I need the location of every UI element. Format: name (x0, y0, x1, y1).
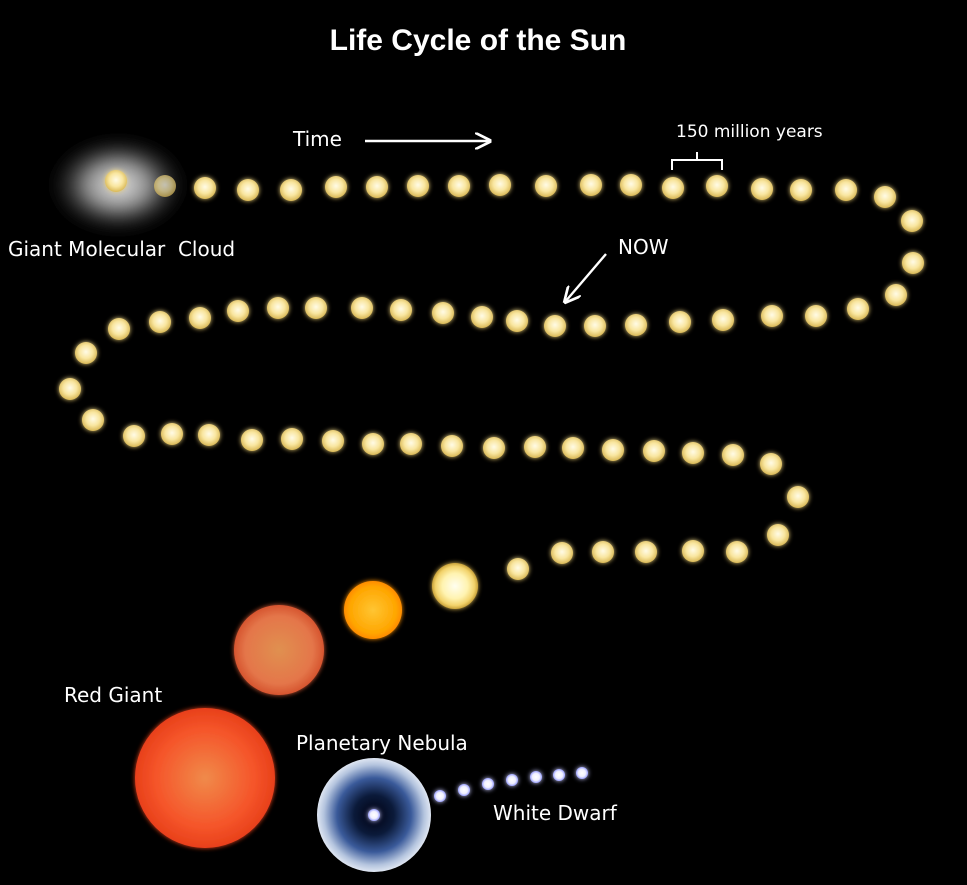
sun-dot (620, 174, 642, 196)
sun-dot (562, 437, 584, 459)
sun-dot (706, 175, 728, 197)
sun-dot (407, 175, 429, 197)
white-dwarf-chain (434, 767, 588, 802)
sun-dot (237, 179, 259, 201)
nebula-core (368, 809, 380, 821)
sun-dot (662, 177, 684, 199)
sun-dot (366, 176, 388, 198)
sun-dot (362, 433, 384, 455)
scale-bracket (671, 152, 723, 170)
sun-dot (682, 540, 704, 562)
sun-dot (874, 186, 896, 208)
sun-dot (682, 442, 704, 464)
white-dwarf-dot (506, 774, 518, 786)
sun-dot (901, 210, 923, 232)
sun-dot (712, 309, 734, 331)
sun-dot (507, 558, 529, 580)
molecular-cloud (48, 135, 188, 235)
white-dwarf-dot (530, 771, 542, 783)
sun-dot (241, 429, 263, 451)
sun-dot (123, 425, 145, 447)
sun-dot (726, 541, 748, 563)
sun-dot (767, 524, 789, 546)
diagram-title: Life Cycle of the Sun (330, 24, 627, 57)
main-sequence-chain (59, 174, 924, 580)
white-dwarf-dot (482, 778, 494, 790)
sun-dot (669, 311, 691, 333)
sun-dot (59, 378, 81, 400)
red-giant-star (135, 708, 275, 848)
white-dwarf-dot (458, 784, 470, 796)
sun-dot (471, 306, 493, 328)
sun-dot (149, 311, 171, 333)
sun-dot (902, 252, 924, 274)
sun-dot (351, 297, 373, 319)
sun-dot (847, 298, 869, 320)
sun-dot (524, 436, 546, 458)
white-dwarf-label: White Dwarf (493, 801, 618, 825)
sun-dot (483, 437, 505, 459)
sun-dot (108, 318, 130, 340)
sun-dot (400, 433, 422, 455)
sun-dot (194, 177, 216, 199)
sun-dot (835, 179, 857, 201)
sun-dot (325, 176, 347, 198)
sun-dot (580, 174, 602, 196)
red-giant-label: Red Giant (64, 683, 162, 707)
sun-dot (227, 300, 249, 322)
sun-dot (790, 179, 812, 201)
bright-star (432, 563, 478, 609)
white-dwarf-dot (553, 769, 565, 781)
cloud-label: Giant Molecular Cloud (8, 237, 235, 261)
sun-dot (161, 423, 183, 445)
sun-dot (432, 302, 454, 324)
sun-dot (305, 297, 327, 319)
sun-dot (281, 428, 303, 450)
scale-label: 150 million years (676, 122, 823, 142)
sun-dot (448, 175, 470, 197)
sun-dot (267, 297, 289, 319)
sun-dot (189, 307, 211, 329)
time-label: Time (292, 127, 342, 151)
sun-dot (322, 430, 344, 452)
sun-dot (643, 440, 665, 462)
sun-dot (885, 284, 907, 306)
expanding-star (234, 605, 324, 695)
sun-dot (584, 315, 606, 337)
sun-dot (787, 486, 809, 508)
sun-dot (635, 541, 657, 563)
planetary-nebula (317, 758, 431, 872)
sun-dot (441, 435, 463, 457)
now-arrow (565, 253, 607, 302)
sun-dot (551, 542, 573, 564)
planetary-nebula-label: Planetary Nebula (296, 731, 468, 755)
white-dwarf-dot (576, 767, 588, 779)
sun-dot (544, 315, 566, 337)
sun-dot (805, 305, 827, 327)
sun-dot (625, 314, 647, 336)
now-label: NOW (618, 235, 669, 259)
sun-dot (760, 453, 782, 475)
sun-dot (535, 175, 557, 197)
sun-dot (751, 178, 773, 200)
white-dwarf-dot (434, 790, 446, 802)
sun-dot (82, 409, 104, 431)
sun-dot (761, 305, 783, 327)
sun-dot (75, 342, 97, 364)
sun-dot (280, 179, 302, 201)
sun-dot (198, 424, 220, 446)
sun-dot (722, 444, 744, 466)
sun-dot (489, 174, 511, 196)
sun-dot (390, 299, 412, 321)
sun-dot (506, 310, 528, 332)
sun-dot (592, 541, 614, 563)
orange-star (344, 581, 402, 639)
sun-dot (602, 439, 624, 461)
